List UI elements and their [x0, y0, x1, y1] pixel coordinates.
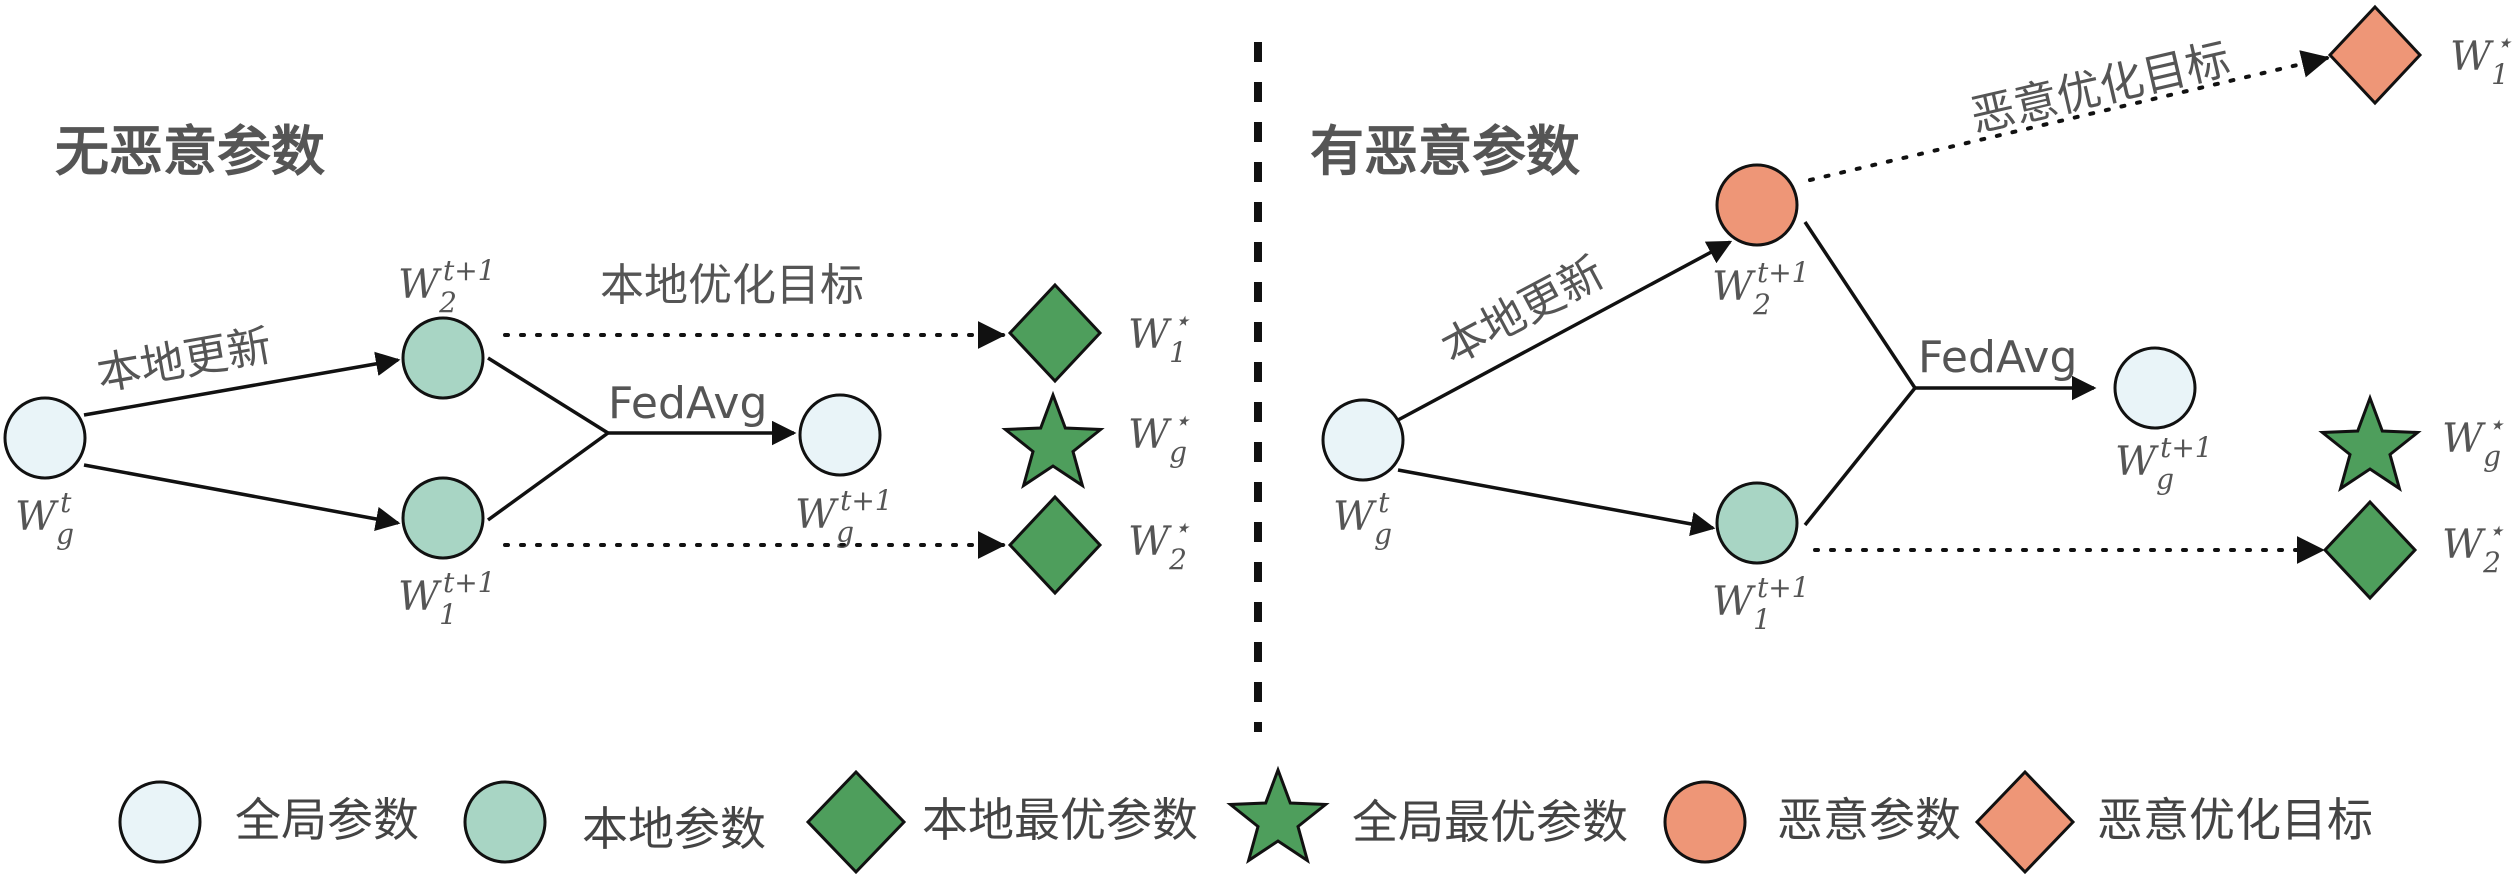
left-local-update-label: 本地更新 [93, 320, 275, 401]
left-edge-global-to-local2 [83, 351, 401, 417]
right-label-w1-star: W1⋆ [2450, 26, 2512, 91]
left-label-w1-t1: W1t+1 [398, 566, 495, 631]
left-panel: 无恶意参数 本地更新 本地优化目标 FedAvg Wgt W2t+1 W1t+1 [3, 120, 1191, 631]
right-edge-malicious-to-fedavg [1803, 221, 1917, 389]
left-label-w2-t1: W2t+1 [398, 254, 495, 319]
left-node-local-2 [401, 316, 485, 400]
left-edge-global-to-local1 [83, 463, 401, 532]
legend-global-optimum-star [1226, 765, 1330, 864]
left-label-wg-star: Wg⋆ [1128, 404, 1191, 469]
left-panel-title: 无恶意参数 [55, 120, 325, 183]
legend: 全局参数 本地参数 本地最优参数 全局最优参数 恶意参数 恶意优化目标 [118, 765, 2373, 875]
left-fedavg-label: FedAvg [608, 378, 767, 429]
legend-label-local-optimum: 本地最优参数 [922, 793, 1198, 847]
left-diamond-w1-star [1007, 282, 1103, 384]
legend-label-global: 全局参数 [235, 793, 419, 847]
legend-optimum-diamond [805, 769, 907, 875]
right-node-malicious-2 [1715, 163, 1799, 247]
left-label-w2-star: W2⋆ [1128, 511, 1190, 576]
legend-label-global-optimum: 全局最优参数 [1352, 795, 1628, 849]
right-star-wg-star [2318, 393, 2422, 492]
right-edge-global-to-malicious [1397, 240, 1733, 422]
right-malicious-opt-label: 恶意优化目标 [1966, 34, 2235, 143]
left-edge-local2-to-fedavg [487, 356, 609, 435]
right-fedavg-label: FedAvg [1918, 332, 2077, 383]
legend-global-circle [118, 780, 202, 864]
legend-label-local: 本地参数 [582, 802, 766, 856]
right-panel-title: 有恶意参数 [1310, 120, 1580, 183]
right-label-wg-t1: Wgt+1 [2115, 431, 2213, 496]
legend-local-circle [463, 780, 547, 864]
left-edge-local1-to-fedavg [486, 431, 610, 522]
left-diamond-w2-star [1007, 494, 1103, 596]
right-edge-global-to-local1 [1397, 468, 1716, 537]
right-node-global-t1 [2113, 346, 2197, 430]
right-label-w2-t1: W2t+1 [1712, 256, 1809, 321]
left-local-opt-label: 本地优化目标 [600, 260, 864, 311]
left-star-wg-star [1001, 390, 1105, 489]
legend-label-malicious-target: 恶意优化目标 [2097, 793, 2373, 847]
right-local-update-label: 本地更新 [1433, 247, 1612, 375]
right-label-w2-star: W2⋆ [2442, 514, 2504, 579]
legend-malicious-circle [1663, 780, 1747, 864]
right-node-local-1 [1715, 481, 1799, 565]
right-panel: 有恶意参数 本地更新 恶意优化目标 FedAvg Wgt W2t+1 W1t+1 [1310, 4, 2512, 636]
left-node-local-1 [401, 476, 485, 560]
right-edge-local1-to-fedavg [1803, 386, 1917, 527]
right-node-global-t [1321, 398, 1405, 482]
right-label-wg-t: Wgt [1333, 486, 1392, 551]
left-node-global-t [3, 396, 87, 480]
right-diamond-malicious-target [2327, 4, 2423, 106]
left-label-wg-t: Wgt [15, 486, 74, 551]
left-node-global-t1 [798, 393, 882, 477]
legend-label-malicious: 恶意参数 [1777, 793, 1961, 847]
legend-malicious-target-diamond [1974, 769, 2076, 875]
left-label-w1-star: W1⋆ [1128, 304, 1190, 369]
right-label-w1-t1: W1t+1 [1712, 571, 1809, 636]
right-label-wg-star: Wg⋆ [2442, 408, 2505, 473]
right-diamond-w2-star [2322, 499, 2418, 601]
left-label-wg-t1: Wgt+1 [795, 484, 893, 549]
